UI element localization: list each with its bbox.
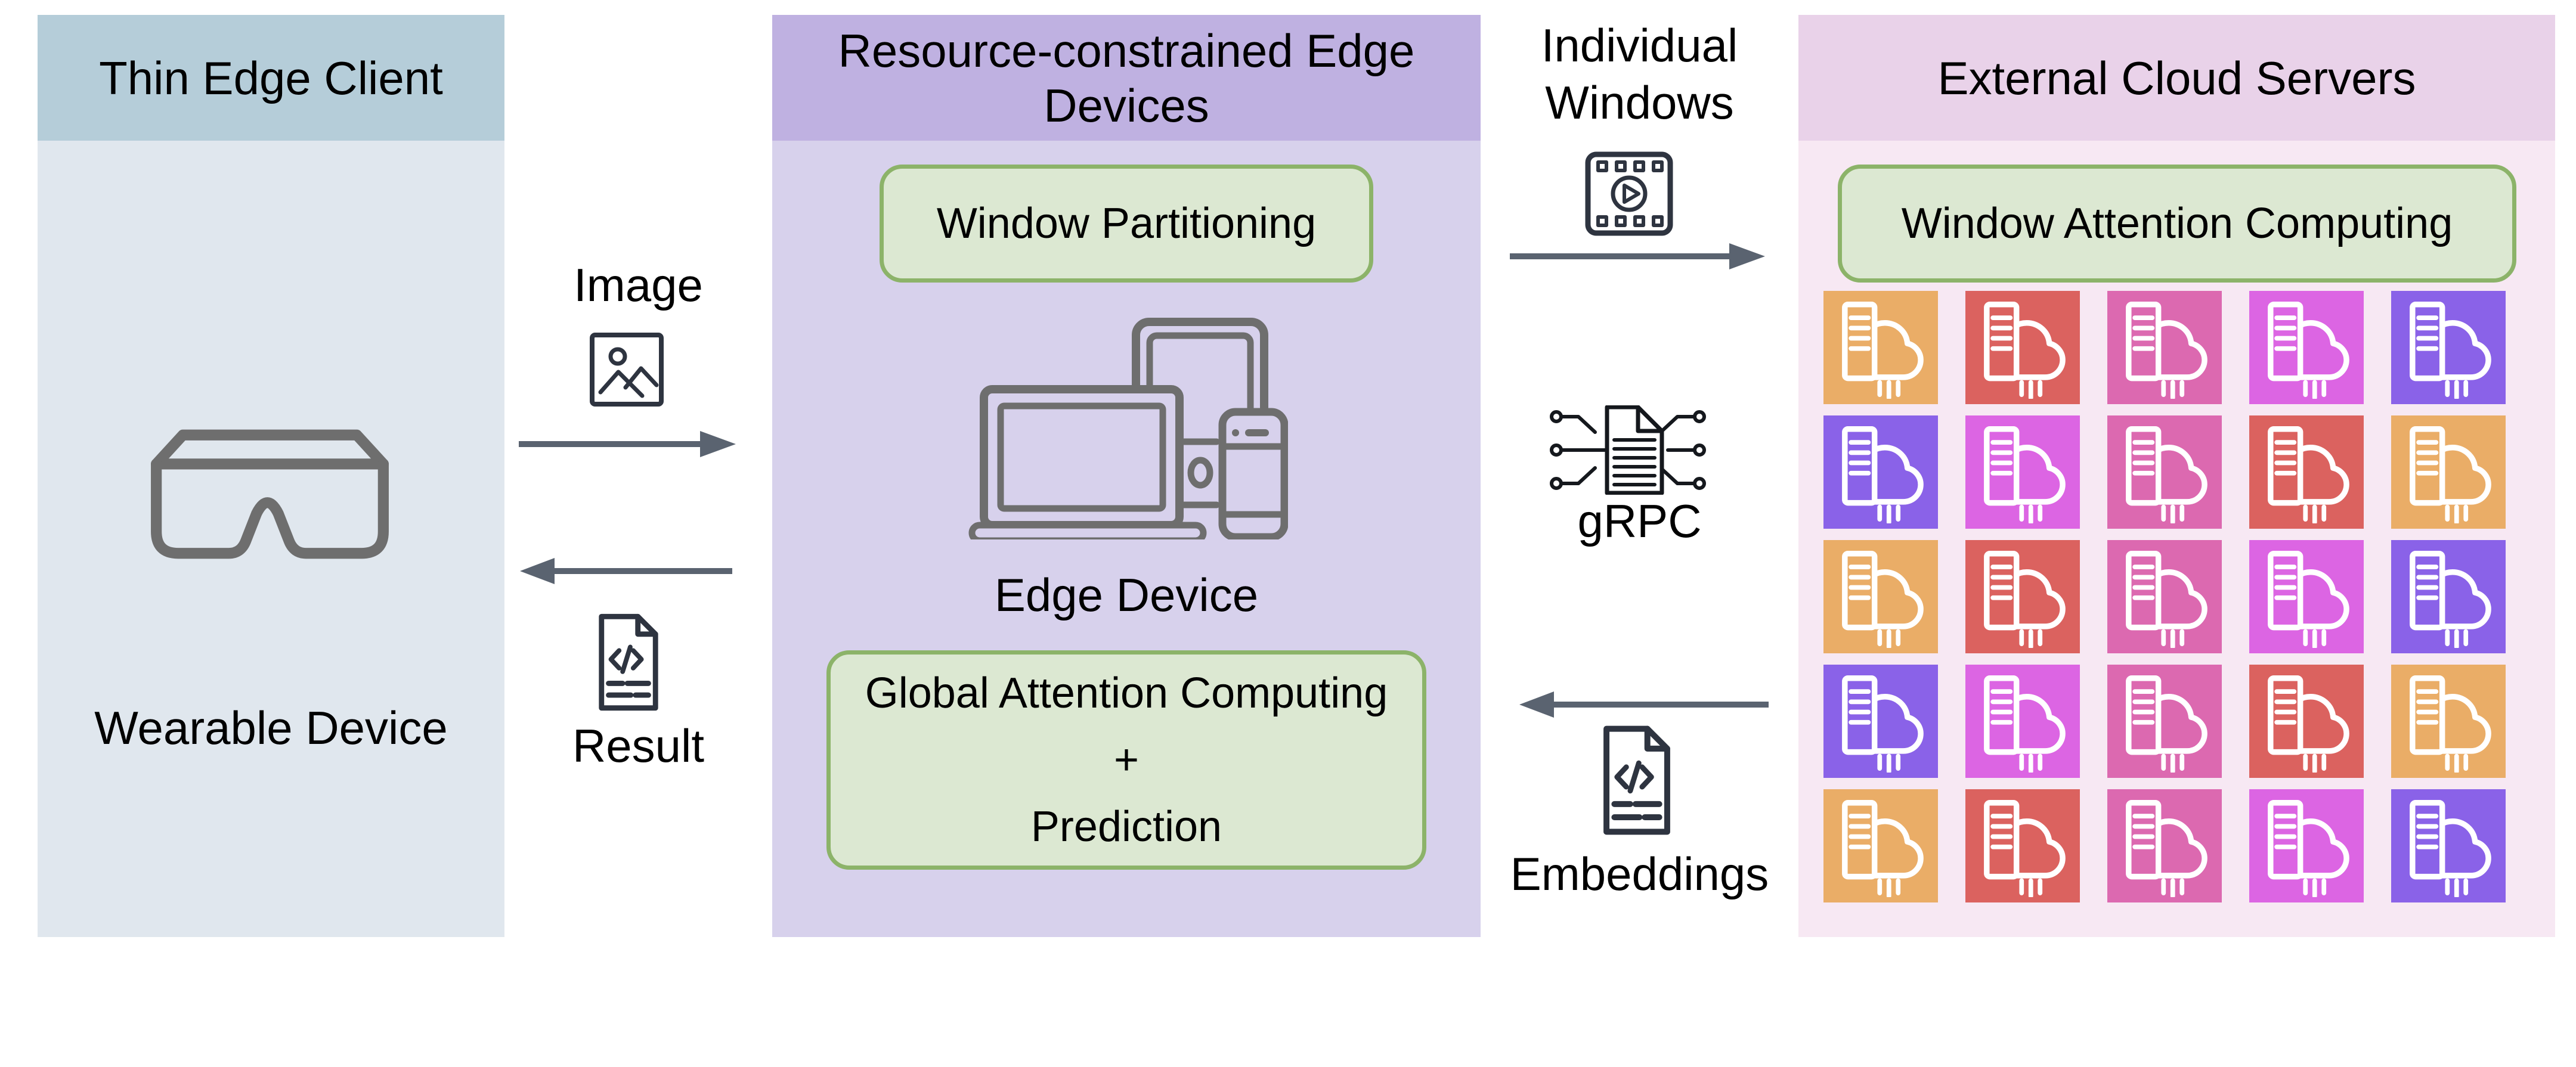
cloud-server-grid (1823, 291, 2506, 902)
cloud-server-icon (2126, 426, 2207, 523)
cloud-server-icon (1842, 551, 1924, 648)
global-attention-line3: Prediction (1030, 803, 1222, 851)
server-tile-pink (2107, 789, 2222, 902)
video-frames-icon (1585, 151, 1673, 236)
server-tile-purple (1823, 665, 1938, 778)
embeddings-arrow-left (1519, 691, 1769, 718)
global-attention-line2: + (1113, 736, 1140, 784)
cloud-server-icon (2268, 302, 2349, 399)
cloud-server-icon (2126, 800, 2207, 897)
result-flow-label: Result (572, 719, 705, 772)
cloud-server-icon (2268, 426, 2349, 523)
window-partitioning-label: Window Partitioning (936, 200, 1317, 247)
cloud-server-icon (1842, 302, 1924, 399)
server-tile-red (2249, 415, 2364, 529)
server-tile-pink (2107, 665, 2222, 778)
server-tile-purple (2391, 291, 2506, 404)
thin-edge-client-title: Thin Edge Client (99, 51, 443, 104)
image-arrow-right (519, 431, 736, 457)
server-tile-orange (2391, 665, 2506, 778)
server-tile-magenta (2249, 540, 2364, 653)
window-attention-label: Window Attention Computing (1901, 200, 2453, 247)
server-tile-pink (2107, 415, 2222, 529)
server-tile-orange (2391, 415, 2506, 529)
result-arrow-left (520, 558, 732, 584)
server-tile-purple (1823, 415, 1938, 529)
vr-goggles-icon (151, 429, 389, 559)
individual-windows-label: Individual Windows (1481, 17, 1798, 131)
global-attention-line1: Global Attention Computing (865, 669, 1388, 717)
cloud-server-icon (2268, 551, 2349, 648)
cloud-server-icon (2410, 800, 2491, 897)
laptop-tablet-phone-icon (968, 318, 1288, 539)
cloud-server-icon (2126, 302, 2207, 399)
cloud-server-icon (2126, 551, 2207, 648)
thin-edge-client-panel: Thin Edge Client (38, 15, 504, 937)
edge-devices-title-line1: Resource-constrained Edge (838, 24, 1415, 77)
server-tile-magenta (2249, 291, 2364, 404)
cloud-server-icon (2410, 426, 2491, 523)
cloud-server-icon (1984, 675, 2066, 773)
server-tile-orange (1823, 291, 1938, 404)
cloud-server-icon (2268, 675, 2349, 773)
server-tile-red (1965, 540, 2080, 653)
cloud-server-icon (2410, 551, 2491, 648)
individual-windows-line2: Windows (1545, 76, 1734, 129)
cloud-server-icon (1842, 800, 1924, 897)
server-tile-red (1965, 291, 2080, 404)
cloud-server-icon (1984, 800, 2066, 897)
cloud-server-icon (1984, 551, 2066, 648)
code-document-icon (1603, 725, 1670, 835)
individual-windows-line1: Individual (1541, 19, 1738, 72)
server-tile-orange (1823, 789, 1938, 902)
edge-devices-header: Resource-constrained Edge Devices (772, 15, 1481, 141)
grpc-label: gRPC (1577, 495, 1702, 547)
server-tile-red (2249, 665, 2364, 778)
cloud-server-icon (1842, 426, 1924, 523)
cloud-server-icon (1842, 675, 1924, 773)
code-document-icon (599, 613, 658, 711)
cloud-servers-title: External Cloud Servers (1937, 51, 2416, 104)
picture-icon (590, 333, 664, 407)
server-tile-orange (1823, 540, 1938, 653)
cloud-server-icon (2410, 302, 2491, 399)
image-flow-label: Image (574, 259, 703, 311)
server-tile-purple (2391, 789, 2506, 902)
individual-windows-arrow-right (1510, 243, 1765, 269)
cloud-server-icon (1984, 426, 2066, 523)
embeddings-label: Embeddings (1510, 848, 1769, 900)
cloud-server-icon (1984, 302, 2066, 399)
cloud-server-icon (2126, 675, 2207, 773)
thin-edge-client-header: Thin Edge Client (38, 15, 504, 141)
global-attention-box: Global Attention Computing + Prediction (826, 650, 1426, 870)
cloud-servers-header: External Cloud Servers (1798, 15, 2555, 141)
edge-device-label: Edge Device (994, 569, 1259, 621)
server-tile-pink (2107, 540, 2222, 653)
cloud-server-icon (2268, 800, 2349, 897)
circuit-document-icon (1550, 405, 1706, 495)
server-tile-pink (2107, 291, 2222, 404)
window-attention-box: Window Attention Computing (1838, 165, 2516, 283)
server-tile-magenta (2249, 789, 2364, 902)
server-tile-purple (2391, 540, 2506, 653)
wearable-device-label: Wearable Device (94, 702, 448, 754)
server-tile-magenta (1965, 665, 2080, 778)
cloud-server-icon (2410, 675, 2491, 773)
edge-devices-title-line2: Devices (1044, 79, 1209, 132)
server-tile-magenta (1965, 415, 2080, 529)
server-tile-red (1965, 789, 2080, 902)
window-partitioning-box: Window Partitioning (880, 165, 1373, 283)
